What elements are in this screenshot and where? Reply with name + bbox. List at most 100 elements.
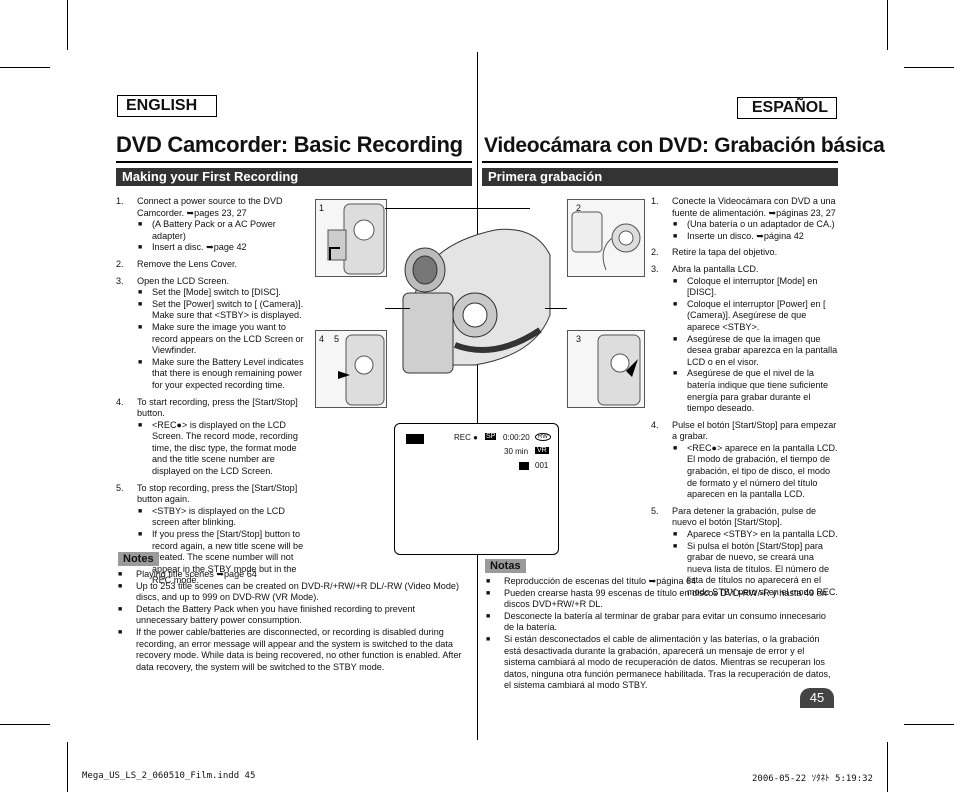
step-sub-text: <STBY> is displayed on the LCD screen af… (152, 505, 285, 528)
step-sub-item: ■ Asegúrese de que el nivel de la batería… (651, 368, 839, 414)
step-sub-item: ■ If you press the [Start/Stop] button to… (116, 529, 304, 587)
step-item: 5. Para detener la grabación, pulse de nu… (651, 506, 839, 529)
step-number: 2. (116, 258, 124, 269)
step-number: 4. (116, 396, 124, 407)
title-rule (116, 161, 472, 163)
crop-mark (904, 724, 954, 725)
step-sub-text: Asegúrese de que el nivel de la batería … (687, 368, 829, 414)
bullet-icon: ■ (673, 232, 678, 240)
step-sub-item: ■ <REC●> aparece en la pantalla LCD. El m… (651, 443, 839, 501)
bullet-icon: ■ (673, 370, 678, 378)
sp-badge: SP (485, 433, 497, 440)
note-text: Playing title scenes ➥page 64 (136, 569, 257, 579)
figure-label: 2 (576, 203, 582, 213)
step-number: 4. (651, 419, 659, 430)
step-text: Para detener la grabación, pulse de nuev… (672, 505, 817, 528)
bullet-icon: ■ (138, 289, 143, 297)
bullet-icon: ■ (138, 323, 143, 331)
step-sub-text: <REC●> aparece en la pantalla LCD. El mo… (687, 442, 838, 500)
step-item: 3.Open the LCD Screen. (116, 276, 304, 288)
figure-start-stop: 4 5 (315, 330, 387, 408)
section-heading-spanish: Primera grabación (482, 168, 838, 186)
note-item: ■If the power cable/batteries are discon… (116, 627, 466, 673)
english-instructions: 1.Connect a power source to the DVD Camc… (116, 196, 304, 592)
step-item: 5.To stop recording, press the [Start/St… (116, 483, 304, 506)
bullet-icon: ■ (118, 605, 123, 613)
step-sub-text: Si pulsa el botón [Start/Stop] para grab… (687, 540, 838, 597)
step-sub-text: <REC●> is displayed on the LCD Screen. T… (152, 419, 298, 477)
step-text: To stop recording, press the [Start/Stop… (137, 482, 298, 505)
step-text: Conecte la Videocámara con DVD a una fue… (672, 196, 836, 218)
step-text: Remove the Lens Cover. (137, 258, 238, 269)
step-sub-item: ■ Si pulsa el botón [Start/Stop] para gra… (651, 541, 839, 599)
step-sub-text: Insert a disc. ➥page 42 (152, 242, 247, 253)
bullet-icon: ■ (138, 531, 143, 539)
battery-icon (406, 434, 424, 444)
section-heading-english: Making your First Recording (116, 168, 472, 186)
crop-mark (67, 742, 68, 792)
crop-mark (887, 742, 888, 792)
bullet-icon: ■ (673, 542, 678, 550)
step-text: Connect a power source to the DVD Camcor… (137, 196, 283, 218)
language-tab-spanish: ESPAÑOL (737, 97, 837, 119)
leader-line (385, 308, 410, 309)
lcd-screen-display: REC ● SP 0:00:20 RW 30 min VR 001 (394, 423, 559, 555)
step-text: To start recording, press the [Start/Sto… (137, 396, 298, 419)
bullet-icon: ■ (673, 221, 678, 229)
note-item: ■Desconecte la batería al terminar de gr… (484, 611, 837, 634)
bullet-icon: ■ (673, 444, 678, 452)
bullet-icon: ■ (118, 628, 123, 636)
step-item: 2.Retire la tapa del objetivo. (651, 247, 839, 259)
step-sub-item: ■<STBY> is displayed on the LCD screen a… (116, 506, 304, 529)
note-item: ■Pueden crearse hasta 99 escenas de títu… (484, 588, 837, 611)
step-sub-text: Set the [Power] switch to [ (Camera)]. M… (152, 298, 304, 321)
scene-number: 001 (535, 461, 549, 470)
notes-label-english: Notes (118, 552, 159, 566)
bullet-icon: ■ (486, 612, 491, 620)
step-sub-item: ■Asegúrese de que la imagen que desea gr… (651, 334, 839, 369)
figure-power-switch: 1 (315, 199, 387, 277)
step-sub-text: (A Battery Pack or a AC Power adapter) (152, 219, 276, 241)
step-sub-text: (Una batería o un adaptador de CA.) (687, 219, 835, 230)
step-sub-item: ■ Insert a disc. ➥page 42 (116, 242, 304, 254)
step-item: 1.Connect a power source to the DVD Camc… (116, 196, 304, 219)
camcorder-illustration (402, 228, 551, 374)
step-item: 3.Abra la pantalla LCD. (651, 264, 839, 276)
step-sub-item: ■Set the [Mode] switch to [DISC]. (116, 287, 304, 299)
step-sub-item: ■Inserte un disco. ➥página 42 (651, 231, 839, 243)
bullet-icon: ■ (486, 578, 491, 585)
step-item: 2. Remove the Lens Cover. (116, 259, 304, 271)
step-sub-text: Coloque el interruptor [Power] en [ (Cam… (687, 298, 826, 332)
step-text: Pulse el botón [Start/Stop] para empezar… (672, 419, 837, 442)
crop-mark (0, 67, 50, 68)
step-number: 1. (651, 196, 659, 206)
note-text: Detach the Battery Pack when you have fi… (136, 603, 416, 626)
note-item: ■Up to 253 title scenes can be created o… (116, 581, 466, 604)
notes-spanish: ■Reproducción de escenas del título ➥pág… (484, 576, 837, 692)
step-item: 4. To start recording, press the [Start/S… (116, 397, 304, 420)
step-item: 4. Pulse el botón [Start/Stop] para empez… (651, 420, 839, 443)
figure-label: 3 (576, 334, 582, 344)
note-item: ■Reproducción de escenas del título ➥pág… (484, 576, 837, 588)
bullet-icon: ■ (486, 589, 491, 597)
bullet-icon: ■ (138, 244, 143, 252)
note-item: ■ Detach the Battery Pack when you have f… (116, 604, 466, 627)
step-sub-text: Make sure the image you want to record a… (152, 321, 304, 356)
bullet-icon: ■ (138, 221, 143, 229)
title-rule (482, 161, 838, 163)
step-sub-text: If you press the [Start/Stop] button to … (152, 529, 304, 586)
figure-label: 4 (319, 334, 325, 344)
footer-timestamp: 2006-05-22 ｿﾀﾈﾄ 5:19:32 (752, 774, 873, 784)
note-text: Si están desconectados el cable de alime… (504, 633, 831, 691)
rw-badge: RW (535, 433, 551, 441)
bullet-icon: ■ (673, 300, 678, 308)
page-title-english: DVD Camcorder: Basic Recording (116, 132, 463, 157)
step-number: 3. (651, 263, 659, 274)
step-sub-item: ■ Make sure the image you want to record … (116, 322, 304, 357)
notes-english: ■ Playing title scenes ➥page 64 ■Up to 253… (116, 569, 466, 673)
bullet-icon: ■ (138, 421, 143, 429)
page-title-spanish: Videocámara con DVD: Grabación básica (484, 134, 885, 157)
step-text: Retire la tapa del objetivo. (672, 247, 778, 258)
language-tab-english: ENGLISH (117, 95, 217, 117)
step-number: 5. (651, 505, 659, 516)
